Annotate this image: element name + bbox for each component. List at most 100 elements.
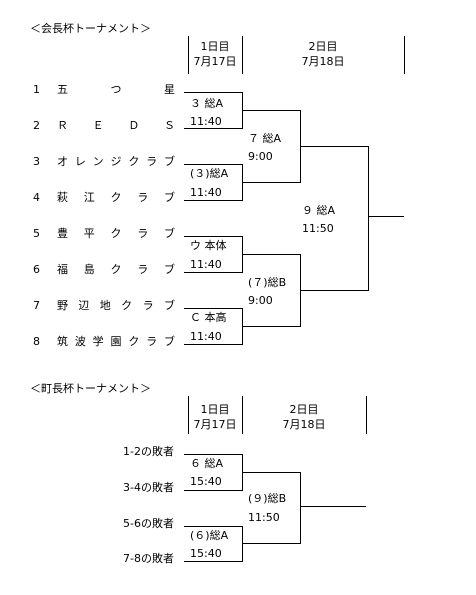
team-name-char: ン [92,155,104,168]
team-name-char: 島 [83,263,95,276]
team-name: 野辺地クラブ [57,299,175,312]
team-name-char: ラ [146,155,158,168]
chouchou-match-2-time: 15:40 [190,547,222,560]
bracket-line [184,128,242,129]
match-3-venue: ウ 本体 [190,239,227,252]
bracket-line [184,344,242,345]
team-name: 福島クラブ [57,263,175,276]
team-number: 3 [33,155,40,168]
bracket-line [242,182,300,183]
chouchou-header-divider-left [188,396,189,434]
team-name-char: 豊 [57,227,68,240]
bracket-line [184,272,242,273]
team-number: 8 [33,335,40,348]
kaichou-header-divider-mid [242,36,243,74]
match-5-venue: ７ 総A [248,132,282,145]
team-number: 7 [33,299,40,312]
bracket-line [300,290,368,291]
team-name-char: 平 [83,227,95,240]
chouchou-team-3: 5-6の敗者 [123,517,174,530]
team-number: 5 [33,227,40,240]
chouchou-match-1-venue: ６ 総A [190,457,224,470]
team-name-char: オ [57,155,68,168]
bracket-line [368,216,404,217]
bracket-line [242,254,300,255]
bracket-line [184,236,242,237]
team-name-char: ブ [164,263,175,276]
team-name-char: Ｅ [92,119,104,132]
chouchou-day2-label: 2日目 [289,403,319,416]
match-6-venue: (７)総B [248,276,287,289]
team-name-char: 星 [164,83,175,96]
match-5-time: 9:00 [248,150,273,163]
kaichou-day1-label: 1日目 [200,40,230,53]
team-name-char: 園 [110,335,122,348]
team-name-char: 地 [99,299,111,312]
bracket-line [184,308,242,309]
bracket-line [300,472,301,544]
team-name-char: ブ [163,335,175,348]
chouchou-header-divider-mid [242,396,243,434]
kaichou-day2-label: 2日目 [308,40,338,53]
chouchou-day1-date: 7月17日 [193,418,237,431]
team-name-char: ラ [146,335,158,348]
bracket-line [184,526,242,527]
bracket-line [184,164,242,165]
chouchou-final-venue: (９)総B [248,492,287,505]
team-name-char: ラ [137,191,149,204]
team-name-char: ブ [163,155,175,168]
bracket-line [242,526,243,562]
bracket-line [184,200,242,201]
team-name-char: 学 [92,335,104,348]
team-number: 4 [33,191,40,204]
team-name-char: ブ [163,299,175,312]
kaichou-title: ＜会長杯トーナメント＞ [30,22,151,35]
team-name-char: 萩 [57,191,68,204]
team-name: オレンジクラブ [57,155,175,168]
match-4-venue: Ｃ 本高 [190,311,227,324]
bracket-line [300,146,368,147]
team-name: 豊平クラブ [57,227,175,240]
match-1-time: 11:40 [190,115,222,128]
bracket-line [184,561,242,562]
team-name-char: 筑 [57,335,68,348]
team-name-char: 野 [57,299,68,312]
team-name-char: つ [110,83,122,96]
kaichou-day2-date: 7月18日 [301,55,345,68]
chouchou-header-divider-right [366,396,367,434]
chouchou-title: ＜町長杯トーナメント＞ [30,382,151,395]
final-time: 11:50 [302,222,334,235]
chouchou-match-1-time: 15:40 [190,475,222,488]
match-1-venue: ３ 総A [190,97,224,110]
team-name-char: Ｓ [163,119,175,132]
team-name-char: ラ [137,227,149,240]
team-name-char: レ [74,155,86,168]
kaichou-day1-date: 7月17日 [193,55,237,68]
kaichou-header-divider-left [188,36,189,74]
team-name-char: ク [110,263,122,276]
team-name-char: ブ [164,191,175,204]
team-number: 2 [33,119,40,132]
team-name-char: ク [121,299,133,312]
chouchou-team-2: 3-4の敗者 [123,481,174,494]
team-name-char: 五 [57,83,68,96]
team-name-char: ク [128,335,140,348]
team-name-char: ク [128,155,140,168]
kaichou-header-divider-right [404,36,405,74]
team-name-char: 江 [83,191,95,204]
chouchou-day2-date: 7月18日 [282,418,326,431]
team-name-char: ブ [164,227,175,240]
match-6-time: 9:00 [248,294,273,307]
team-name-char: ク [110,191,122,204]
chouchou-day1-label: 1日目 [200,403,230,416]
team-name-char: Ｒ [57,119,68,132]
bracket-line [368,146,369,291]
team-number: 6 [33,263,40,276]
team-name-char: ラ [137,263,149,276]
team-name-char: 波 [74,335,86,348]
chouchou-team-1: 1-2の敗者 [123,445,174,458]
bracket-line [184,92,242,93]
team-name-char: 福 [57,263,68,276]
team-number: 1 [33,83,40,96]
match-4-time: 11:40 [190,330,222,343]
